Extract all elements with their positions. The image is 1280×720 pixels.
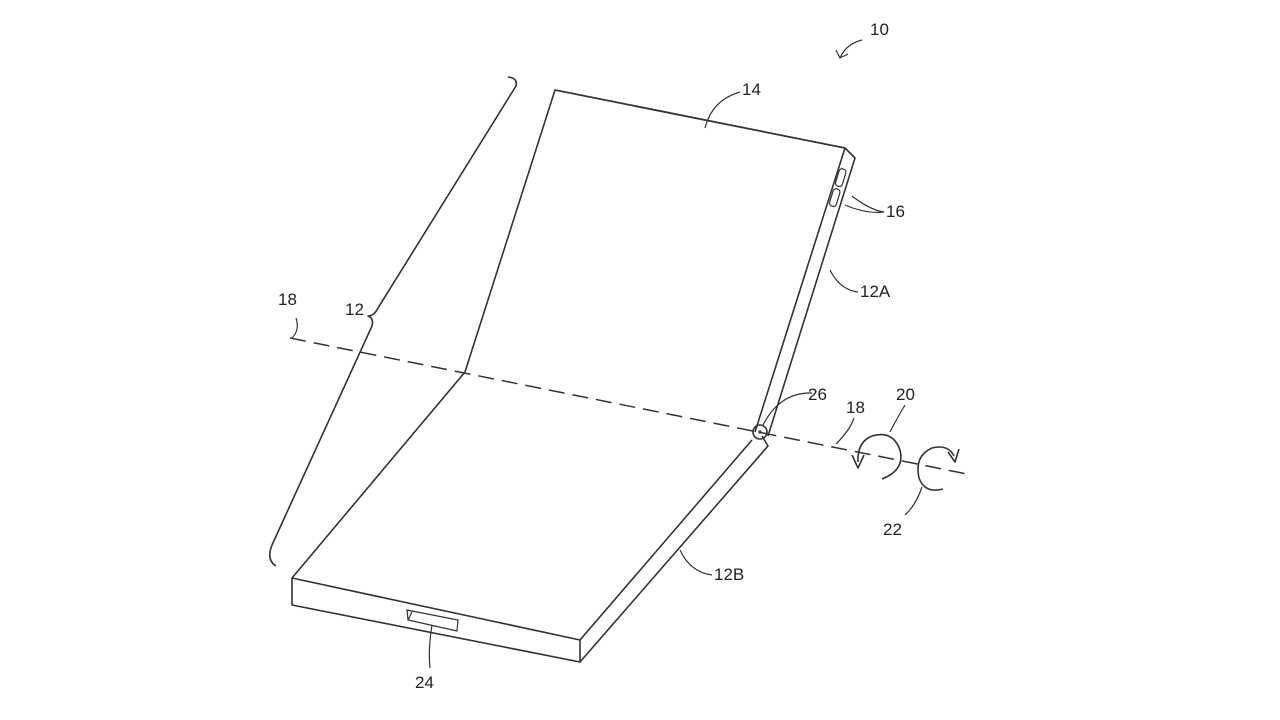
rotation-arrow-20 <box>851 433 902 480</box>
upper-housing <box>464 89 856 437</box>
side-buttons <box>828 168 847 208</box>
label-20: 20 <box>896 385 915 404</box>
label-12b: 12B <box>714 565 745 584</box>
bracket-12 <box>268 76 518 567</box>
label-24: 24 <box>415 673 434 692</box>
leader-lines <box>291 39 923 669</box>
label-14: 14 <box>742 80 761 99</box>
label-22: 22 <box>883 520 902 539</box>
label-10: 10 <box>870 20 889 39</box>
label-16: 16 <box>886 202 905 221</box>
label-12: 12 <box>345 300 364 319</box>
label-12a: 12A <box>860 282 891 301</box>
lower-housing <box>291 371 769 663</box>
label-26: 26 <box>808 385 827 404</box>
fold-axis <box>289 337 973 476</box>
connector-port <box>406 609 459 632</box>
label-18-right: 18 <box>846 398 865 417</box>
label-18-left: 18 <box>278 290 297 309</box>
rotation-arrow-22 <box>917 446 960 491</box>
